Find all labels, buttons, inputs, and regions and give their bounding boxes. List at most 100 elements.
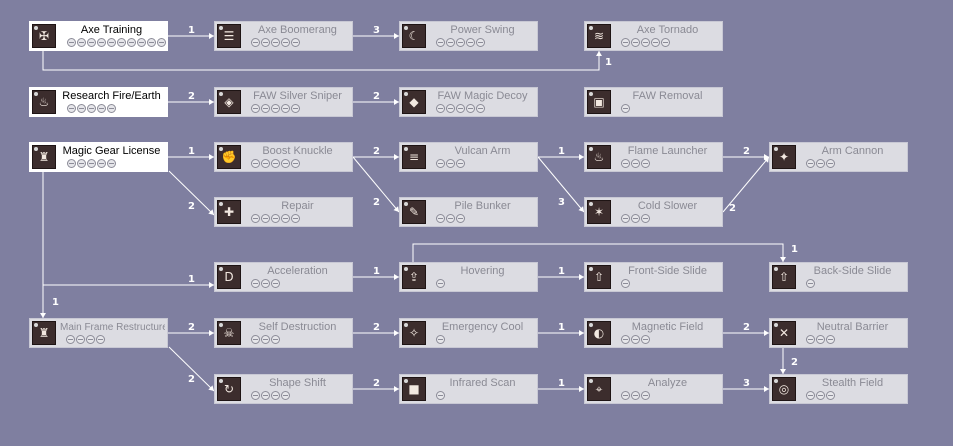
level-pip bbox=[86, 335, 95, 344]
level-pip bbox=[631, 335, 640, 344]
level-pip bbox=[621, 214, 630, 223]
skill-name: Axe Boomerang bbox=[258, 24, 337, 36]
skill-name: Infrared Scan bbox=[449, 377, 516, 389]
arrow-icon bbox=[579, 386, 584, 392]
skill-level-pips bbox=[436, 391, 445, 400]
required-level-label: 1 bbox=[373, 266, 380, 277]
arrow-icon bbox=[394, 33, 399, 39]
skill-infrared-scan[interactable]: ■Infrared Scan bbox=[399, 374, 538, 404]
skill-name: Back-Side Slide bbox=[813, 265, 892, 277]
skill-neutral-barrier[interactable]: ✕Neutral Barrier bbox=[769, 318, 908, 348]
skill-stealth-field[interactable]: ◎Stealth Field bbox=[769, 374, 908, 404]
arrow-icon bbox=[393, 206, 399, 212]
skill-faw-removal[interactable]: ▣FAW Removal bbox=[584, 87, 723, 117]
level-pip bbox=[641, 214, 650, 223]
level-pip bbox=[261, 391, 270, 400]
skill-link-hovering-to-back-side-slide bbox=[412, 243, 784, 262]
flame-icon: ♨ bbox=[587, 145, 611, 169]
level-pip bbox=[641, 335, 650, 344]
skill-name: Cold Slower bbox=[637, 200, 698, 212]
level-pip bbox=[281, 214, 290, 223]
skill-self-destruction[interactable]: ☠Self Destruction bbox=[214, 318, 353, 348]
skill-name: Vulcan Arm bbox=[454, 145, 511, 157]
skill-magic-gear-license[interactable]: ♜Magic Gear License bbox=[29, 142, 168, 172]
skill-level-pips bbox=[621, 214, 650, 223]
skill-boost-knuckle[interactable]: ✊Boost Knuckle bbox=[214, 142, 353, 172]
skill-axe-tornado[interactable]: ≋Axe Tornado bbox=[584, 21, 723, 51]
knuckle-icon: ✊ bbox=[217, 145, 241, 169]
level-pip bbox=[281, 159, 290, 168]
skill-analyze[interactable]: ⌖Analyze bbox=[584, 374, 723, 404]
required-level-label: 2 bbox=[373, 91, 380, 102]
skill-link-boost-knuckle-to-pile-bunker bbox=[352, 156, 400, 213]
arrow-icon bbox=[208, 385, 214, 391]
required-level-label: 2 bbox=[729, 203, 736, 214]
required-level-label: 2 bbox=[373, 197, 380, 208]
required-level-label: 1 bbox=[188, 25, 195, 36]
skull-icon: ☠ bbox=[217, 321, 241, 345]
skill-name: FAW Magic Decoy bbox=[437, 90, 528, 102]
arrow-icon bbox=[579, 330, 584, 336]
required-level-label: 2 bbox=[743, 322, 750, 333]
skill-back-side-slide[interactable]: ⇧Back-Side Slide bbox=[769, 262, 908, 292]
skill-level-pips bbox=[621, 391, 650, 400]
skill-hovering[interactable]: ⇪Hovering bbox=[399, 262, 538, 292]
skill-front-side-slide[interactable]: ⇧Front-Side Slide bbox=[584, 262, 723, 292]
skill-pile-bunker[interactable]: ✎Pile Bunker bbox=[399, 197, 538, 227]
skill-name: Magic Gear License bbox=[62, 145, 161, 157]
skill-name: Stealth Field bbox=[821, 377, 884, 389]
skill-main-frame-restructure[interactable]: ♜Main Frame Restructure bbox=[29, 318, 168, 348]
level-pip bbox=[456, 214, 465, 223]
skill-axe-training[interactable]: ✠Axe Training bbox=[29, 21, 168, 51]
level-pip bbox=[261, 104, 270, 113]
skill-level-pips bbox=[436, 214, 465, 223]
skill-name: Power Swing bbox=[450, 24, 515, 36]
swing-icon: ☾ bbox=[402, 24, 426, 48]
level-pip bbox=[631, 391, 640, 400]
arrow-icon bbox=[763, 157, 769, 163]
level-pip bbox=[271, 335, 280, 344]
skill-cold-slower[interactable]: ✶Cold Slower bbox=[584, 197, 723, 227]
skill-arm-cannon[interactable]: ✦Arm Cannon bbox=[769, 142, 908, 172]
arrow-icon bbox=[579, 154, 584, 160]
skill-emergency-cool[interactable]: ✧Emergency Cool bbox=[399, 318, 538, 348]
level-pip bbox=[816, 159, 825, 168]
skill-shape-shift[interactable]: ↻Shape Shift bbox=[214, 374, 353, 404]
level-pip bbox=[436, 214, 445, 223]
level-pip bbox=[436, 159, 445, 168]
level-pip bbox=[631, 159, 640, 168]
skill-flame-launcher[interactable]: ♨Flame Launcher bbox=[584, 142, 723, 172]
level-pip bbox=[251, 391, 260, 400]
level-pip bbox=[67, 159, 76, 168]
skill-name: FAW Removal bbox=[632, 90, 703, 102]
level-pip bbox=[251, 159, 260, 168]
level-pip bbox=[67, 104, 76, 113]
skill-power-swing[interactable]: ☾ Power Swing bbox=[399, 21, 538, 51]
level-pip bbox=[251, 335, 260, 344]
skill-level-pips bbox=[436, 159, 465, 168]
required-level-label: 3 bbox=[558, 197, 565, 208]
skill-research-fire-earth[interactable]: ♨Research Fire/Earth bbox=[29, 87, 168, 117]
level-pip bbox=[621, 279, 630, 288]
skill-faw-silver-sniper[interactable]: ◈FAW Silver Sniper bbox=[214, 87, 353, 117]
skill-faw-magic-decoy[interactable]: ◆FAW Magic Decoy bbox=[399, 87, 538, 117]
skill-level-pips bbox=[621, 279, 630, 288]
level-pip bbox=[251, 104, 260, 113]
level-pip bbox=[436, 104, 445, 113]
skill-level-pips bbox=[436, 279, 445, 288]
level-pip bbox=[77, 104, 86, 113]
level-pip bbox=[456, 104, 465, 113]
arrow-icon bbox=[394, 330, 399, 336]
level-pip bbox=[107, 38, 116, 47]
skill-level-pips bbox=[436, 104, 485, 113]
skill-axe-boomerang[interactable]: ☰Axe Boomerang bbox=[214, 21, 353, 51]
level-pip bbox=[466, 104, 475, 113]
skill-repair[interactable]: ✚Repair bbox=[214, 197, 353, 227]
arrow-icon bbox=[579, 274, 584, 280]
level-pip bbox=[436, 391, 445, 400]
level-pip bbox=[87, 159, 96, 168]
skill-magnetic-field[interactable]: ◐Magnetic Field bbox=[584, 318, 723, 348]
skill-vulcan-arm[interactable]: ≡Vulcan Arm bbox=[399, 142, 538, 172]
